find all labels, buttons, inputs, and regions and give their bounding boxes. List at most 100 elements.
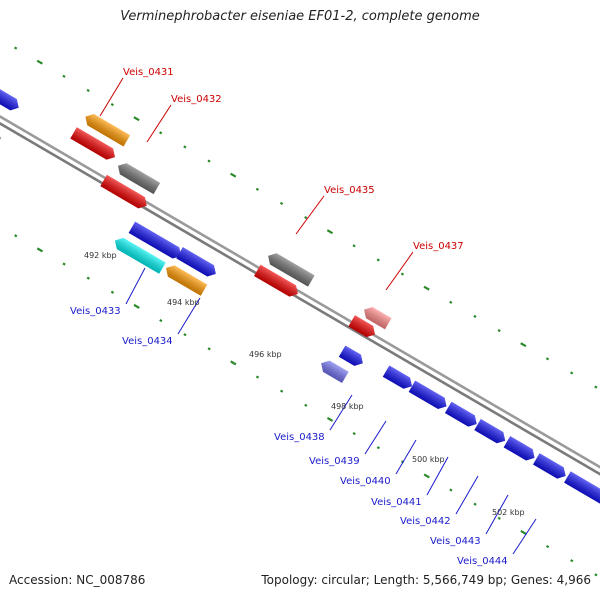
gene-arrow-shade: [85, 114, 131, 147]
gene-arrow-veis-0431[interactable]: [82, 111, 131, 147]
gene-arrow-shade: [503, 436, 535, 461]
gene-label[interactable]: Veis_0439: [309, 456, 360, 467]
gene-arrow-shade: [268, 253, 315, 287]
scale-tick: [520, 342, 527, 348]
gene-label[interactable]: Veis_0441: [371, 497, 422, 508]
scale-tick: [255, 375, 260, 379]
leader-line: [455, 475, 479, 515]
gene-arrow-veis-0433-upper[interactable]: [128, 221, 185, 262]
scale-tick: [13, 46, 18, 50]
gene-arrow-veis-0442[interactable]: [474, 418, 508, 446]
scale-tick: [497, 516, 501, 520]
gene-arrow-veis-0444[interactable]: [533, 453, 569, 481]
gene-arrow-veis-0438-lower[interactable]: [318, 358, 349, 383]
scale-tick: [159, 131, 163, 135]
scale-tick: [376, 258, 380, 262]
gene-arrow-veis-0437[interactable]: [361, 304, 392, 330]
gene-arrow-veis-0440[interactable]: [408, 380, 450, 412]
gene-arrow-shade: [364, 307, 392, 330]
scale-tick: [545, 357, 550, 361]
gene-arrow-veis-0438[interactable]: [338, 345, 366, 369]
scale-tick: [352, 244, 356, 248]
gene-arrow-veis-0441[interactable]: [444, 401, 480, 430]
gene-arrow-left-blue[interactable]: [0, 81, 22, 113]
leader-line: [177, 297, 201, 335]
leader-line: [395, 439, 417, 475]
scale-tick: [230, 172, 237, 178]
scale-tick: [473, 502, 477, 506]
scale-tick: [594, 573, 598, 577]
gene-label[interactable]: Veis_0435: [324, 185, 375, 196]
gene-arrow-veis-0443[interactable]: [503, 436, 538, 463]
gene-arrow-shade: [128, 221, 182, 259]
scale-tick: [570, 371, 574, 375]
gene-label[interactable]: Veis_0437: [413, 241, 464, 252]
gene-arrow-veis-0431-lower[interactable]: [70, 127, 118, 162]
scale-tick: [304, 403, 308, 407]
leader-line: [426, 456, 449, 496]
gene-label[interactable]: Veis_0443: [430, 536, 481, 547]
scale-tick: [36, 59, 43, 65]
scale-tick: [520, 529, 527, 535]
gene-arrow-veis-0439[interactable]: [382, 365, 415, 391]
scale-tick: [133, 116, 140, 122]
gene-arrow-veis-0445[interactable]: [564, 471, 600, 507]
gene-label[interactable]: Veis_0432: [171, 94, 222, 105]
gene-arrow-shade: [444, 401, 477, 427]
scale-tick: [183, 333, 187, 337]
gene-arrow-shade: [176, 247, 216, 277]
gene-arrow-veis-0434[interactable]: [163, 262, 208, 296]
gene-arrow-shade: [348, 315, 376, 338]
gene-arrow-veis-0437-lower[interactable]: [348, 315, 378, 340]
label-leader-lines: [99, 77, 537, 555]
gene-arrow-veis-0435-lower[interactable]: [254, 264, 301, 300]
scale-tick: [423, 285, 430, 291]
gene-arrow-veis-0432[interactable]: [115, 160, 161, 195]
gene-label[interactable]: Veis_0433: [70, 306, 121, 317]
leader-line: [364, 420, 387, 455]
gene-arrow-veis-0435[interactable]: [265, 250, 315, 287]
scale-tick: [279, 201, 284, 206]
scale-tick: [86, 88, 90, 93]
scale-tick: [110, 290, 115, 294]
gene-arrow-shade: [382, 365, 412, 389]
genome-summary: Topology: circular; Length: 5,566,749 bp…: [261, 573, 591, 587]
scale-tick: [183, 145, 187, 149]
gene-labels: Veis_0431Veis_0432Veis_0435Veis_0437Veis…: [70, 67, 508, 567]
gene-arrow-veis-0432-lower[interactable]: [100, 174, 150, 211]
gene-label[interactable]: Veis_0438: [274, 432, 325, 443]
gene-arrow-veis-0433[interactable]: [112, 235, 166, 274]
gene-arrow-shade: [118, 163, 161, 195]
scale-tick: [159, 318, 163, 323]
scale-tick: [449, 488, 453, 492]
genome-backbone: [0, 115, 600, 476]
gene-label[interactable]: Veis_0440: [340, 476, 391, 487]
gene-arrow-shade: [0, 81, 19, 111]
gene-arrow-shade: [474, 418, 506, 444]
gene-arrow-shade: [114, 237, 166, 274]
gene-arrow-shade: [564, 471, 600, 505]
genome-title: Verminephrobacter eiseniae EF01-2, compl…: [120, 9, 480, 24]
scale-tick: [545, 544, 550, 549]
gene-label[interactable]: Veis_0442: [400, 516, 451, 527]
scale-tick: [280, 389, 284, 393]
scale-tick: [326, 229, 334, 235]
gene-label[interactable]: Veis_0431: [123, 67, 174, 78]
gene-arrow-shade: [166, 265, 208, 296]
gene-arrow-shade: [321, 360, 349, 383]
scale-tick: [570, 559, 574, 563]
gene-arrow-veis-0434-upper[interactable]: [176, 247, 219, 279]
leader-line: [385, 251, 414, 291]
scale-tick: [62, 74, 66, 78]
scale-tick: [110, 102, 114, 107]
scale-tick: [473, 314, 477, 319]
leader-line: [146, 104, 172, 143]
scale-tick: [497, 329, 501, 333]
scale-tick: [594, 385, 598, 389]
scale-tick: [36, 247, 44, 253]
gene-arrow-shade: [338, 345, 363, 366]
gene-label[interactable]: Veis_0434: [122, 336, 173, 347]
gene-label[interactable]: Veis_0444: [457, 556, 508, 567]
backbone-line: [0, 115, 600, 469]
